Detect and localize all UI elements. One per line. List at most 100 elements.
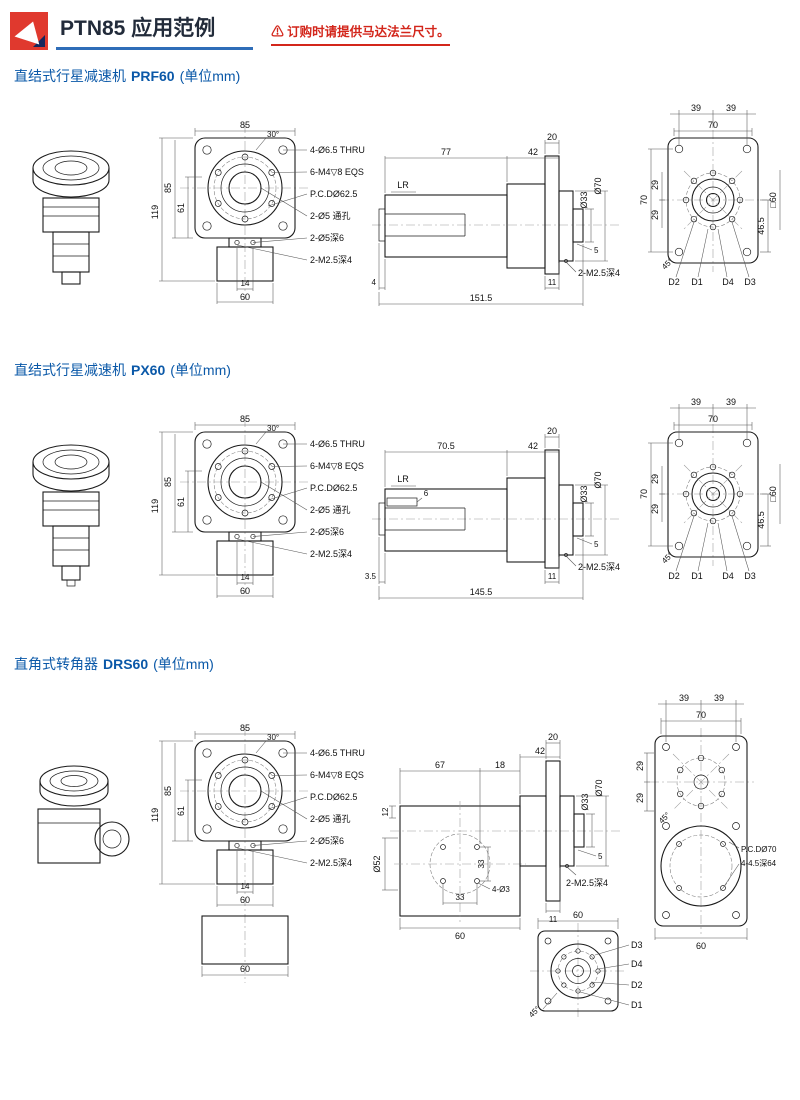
- page-title: PTN85 应用范例: [56, 12, 254, 50]
- callout-label: 2-Ø5 通孔: [310, 814, 351, 824]
- dim-label: 85: [240, 414, 250, 424]
- dim-label: 60: [573, 910, 583, 920]
- dim-label: 6: [424, 489, 429, 498]
- callout-label: P.C.DØ62.5: [310, 483, 357, 493]
- dim-label: 60: [240, 292, 250, 302]
- dim-label: 30°: [267, 424, 279, 433]
- d-label: D1: [691, 571, 703, 581]
- px60-drawing: 85 30° 119 85 61 14 60 4-Ø6.5 THRU 6-M4▽…: [32, 397, 781, 600]
- dim-label: 29: [635, 761, 645, 771]
- isometric-thumbnail: [37, 765, 130, 864]
- dia-label: Ø70: [593, 177, 603, 194]
- dim-label: 145.5: [470, 587, 493, 597]
- drs60-drawing: 85 30° 119 85 61 14 60 60 4-Ø6.5 THRU 6-…: [37, 693, 777, 1019]
- d-label: D4: [722, 571, 734, 581]
- callout-label: 2-M2.5深4: [578, 562, 620, 572]
- d-label: D4: [631, 959, 643, 969]
- dim-label: 70: [639, 195, 649, 205]
- dim-label: 60: [240, 964, 250, 974]
- dim-label: 33: [456, 893, 465, 902]
- dim-label: 14: [241, 573, 250, 582]
- callout-label: P.C.DØ62.5: [310, 189, 357, 199]
- angle-label: 45°: [660, 550, 675, 565]
- dim-label: 60: [240, 895, 250, 905]
- dim-label: 39: [726, 103, 736, 113]
- dim-label: 29: [650, 504, 660, 514]
- section-title-unit: (单位mm): [179, 68, 241, 84]
- dim-label: 29: [650, 210, 660, 220]
- dim-label: 39: [691, 103, 701, 113]
- callout-label: 2-M2.5深4: [310, 549, 352, 559]
- section-title-model: DRS60: [103, 656, 149, 672]
- dim-label: 70: [696, 710, 706, 720]
- side-view: LR 77 42 20 Ø33 Ø70 5 2-M2.5深4 4 11: [372, 132, 622, 306]
- d-label: D2: [668, 571, 680, 581]
- callout-label: 4-Ø6.5 THRU: [310, 439, 365, 449]
- callout-label: 6-M4▽8 EQS: [310, 770, 364, 780]
- dim-label: 61: [176, 497, 186, 507]
- dim-label: 42: [528, 147, 538, 157]
- bottom-view: 60 D3 D4 D2 D1 45°: [527, 910, 642, 1019]
- dim-label: 42: [535, 746, 545, 756]
- callout-label: 4-4.5深64: [741, 859, 777, 868]
- dim-label: 60: [455, 931, 465, 941]
- dim-label: 85: [240, 120, 250, 130]
- dim-label: 85: [163, 183, 173, 193]
- callout-label: 4-Ø3: [492, 885, 510, 894]
- dim-label: 60: [240, 586, 250, 596]
- dim-label: 5: [594, 246, 599, 255]
- dim-label: LR: [397, 180, 409, 190]
- dim-label: □60: [768, 486, 778, 501]
- callout-label: 2-M2.5深4: [566, 878, 608, 888]
- dim-label: 20: [548, 732, 558, 742]
- d-label: D3: [744, 277, 756, 287]
- d-label: D1: [631, 1000, 643, 1010]
- dim-label: 119: [150, 205, 160, 219]
- dim-label: 70: [708, 414, 718, 424]
- dim-label: 39: [726, 397, 736, 407]
- callout-label: 6-M4▽8 EQS: [310, 461, 364, 471]
- dim-label: 85: [240, 723, 250, 733]
- side-view: 20 42 67 18 12 Ø52 33 33 4-Ø3 60: [372, 732, 622, 941]
- dia-label: Ø52: [372, 855, 382, 872]
- dim-label: 5: [598, 852, 603, 861]
- callout-label: 2-M2.5深4: [578, 268, 620, 278]
- dim-label: 3.5: [365, 572, 377, 581]
- callout-label: 6-M4▽8 EQS: [310, 167, 364, 177]
- rear-view: 39 39 70 70 29 29 46.5 □60 45° D2 D1 D4 …: [639, 397, 781, 581]
- section-title-model: PRF60: [131, 68, 175, 84]
- dim-label: 60: [696, 941, 706, 951]
- dim-label: 14: [241, 882, 250, 891]
- dim-label: 20: [547, 426, 557, 436]
- dim-label: 42: [528, 441, 538, 451]
- isometric-thumbnail: [32, 150, 110, 285]
- d-label: D3: [631, 940, 643, 950]
- dim-label: 4: [372, 278, 377, 287]
- callout-label: 2-Ø5深6: [310, 233, 344, 243]
- d-label: D2: [668, 277, 680, 287]
- dim-label: 70.5: [437, 441, 455, 451]
- callout-label: 2-Ø5深6: [310, 836, 344, 846]
- dim-label: 33: [477, 859, 486, 868]
- side-view: LR 6 70.5 42 20 Ø33 Ø70 5 2-M2.5深4 3.5: [365, 426, 622, 600]
- dim-label: 61: [176, 806, 186, 816]
- dim-label: 18: [495, 760, 505, 770]
- dim-label: 39: [679, 693, 689, 703]
- dim-label: 119: [150, 499, 160, 513]
- dim-label: 12: [381, 807, 390, 816]
- section-title-model: PX60: [131, 362, 166, 378]
- rear-view: 39 39 70 29 29 45° P.C.DØ70 4-4.5深64 60: [635, 693, 777, 951]
- angle-label: 45°: [527, 1004, 542, 1019]
- dim-label: 85: [163, 786, 173, 796]
- callout-label: 2-Ø5 通孔: [310, 505, 351, 515]
- section-title-name: 直结式行星减速机: [14, 362, 126, 378]
- dim-label: 67: [435, 760, 445, 770]
- dim-label: 39: [691, 397, 701, 407]
- callout-label: P.C.DØ62.5: [310, 792, 357, 802]
